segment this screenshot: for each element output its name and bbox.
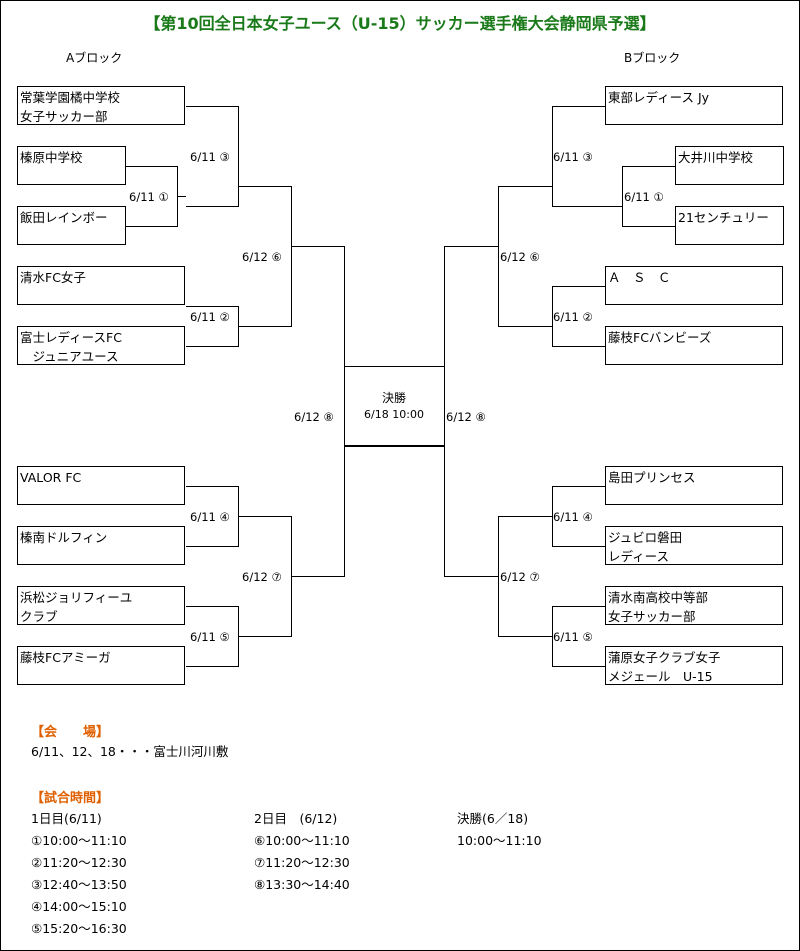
- team-b4: Ａ Ｓ Ｃ: [605, 266, 783, 305]
- day1-slot: ①10:00～11:10: [31, 833, 127, 848]
- team-a1: 常葉学園橘中学校女子サッカー部: [17, 86, 185, 125]
- final-day-slot: 10:00～11:10: [457, 833, 542, 848]
- final-day-title: 決勝(6／18): [457, 811, 529, 826]
- day2-slot: ⑧13:30～14:40: [254, 877, 350, 892]
- match-b5: 6/11 ⑤: [553, 630, 593, 644]
- day2-slot: ⑦11:20～12:30: [254, 855, 350, 870]
- venue-heading: 【会 場】: [31, 725, 110, 740]
- match-a8: 6/12 ⑧: [294, 410, 334, 424]
- team-a3: 飯田レインボー: [17, 206, 126, 245]
- team-a9: 藤枝FCアミーガ: [17, 646, 185, 685]
- page-title: 【第10回全日本女子ユース（U-15）サッカー選手権大会静岡県予選】: [144, 14, 656, 33]
- match-b6: 6/12 ⑥: [500, 250, 540, 264]
- team-b8: 清水南高校中等部女子サッカー部: [605, 586, 783, 625]
- day1-slot: ⑤15:20～16:30: [31, 921, 127, 936]
- match-b2: 6/11 ②: [553, 310, 593, 324]
- team-a7: 榛南ドルフィン: [17, 526, 185, 565]
- team-b9: 蒲原女子クラブ女子メジェール U-15: [605, 646, 783, 685]
- venue-text: 6/11、12、18・・・富士川河川敷: [31, 744, 229, 759]
- day1-title: 1日目(6/11): [31, 811, 102, 826]
- match-a1: 6/11 ①: [129, 190, 169, 204]
- team-b1: 東部レディース Jy: [605, 86, 783, 125]
- day1-slot: ③12:40～13:50: [31, 877, 127, 892]
- match-a3: 6/11 ③: [190, 150, 230, 164]
- final-match: 決勝 6/18 10:00: [344, 366, 444, 446]
- day2-slot: ⑥10:00～11:10: [254, 833, 350, 848]
- schedule-heading: 【試合時間】: [31, 791, 110, 806]
- final-label: 決勝: [381, 391, 406, 405]
- team-b6: 島田プリンセス: [605, 466, 783, 505]
- team-a8: 浜松ジョリフィーユクラブ: [17, 586, 185, 625]
- team-a4: 清水FC女子: [17, 266, 185, 305]
- day1-slot: ④14:00～15:10: [31, 899, 127, 914]
- match-b4: 6/11 ④: [553, 510, 593, 524]
- team-a6: VALOR FC: [17, 466, 185, 505]
- team-b5: 藤枝FCバンビーズ: [605, 326, 783, 365]
- match-a2: 6/11 ②: [190, 310, 230, 324]
- team-a2: 榛原中学校: [17, 146, 126, 185]
- match-b8: 6/12 ⑧: [446, 410, 486, 424]
- final-datetime: 6/18 10:00: [364, 408, 424, 421]
- day1-slot: ②11:20～12:30: [31, 855, 127, 870]
- match-b3: 6/11 ③: [553, 150, 593, 164]
- match-a4: 6/11 ④: [190, 510, 230, 524]
- match-a6: 6/12 ⑥: [242, 250, 282, 264]
- match-a7: 6/12 ⑦: [242, 570, 282, 584]
- match-a5: 6/11 ⑤: [190, 630, 230, 644]
- day2-title: 2日目 (6/12): [254, 811, 338, 826]
- team-a5: 富士レディースFC ジュニアユース: [17, 326, 185, 365]
- match-b1: 6/11 ①: [624, 190, 664, 204]
- block-a-label: Aブロック: [66, 51, 123, 65]
- team-b7: ジュビロ磐田レディース: [605, 526, 783, 565]
- team-b2: 大井川中学校: [675, 146, 784, 185]
- team-b3: 21センチュリー: [675, 206, 784, 245]
- block-b-label: Bブロック: [624, 51, 681, 65]
- match-b7: 6/12 ⑦: [500, 570, 540, 584]
